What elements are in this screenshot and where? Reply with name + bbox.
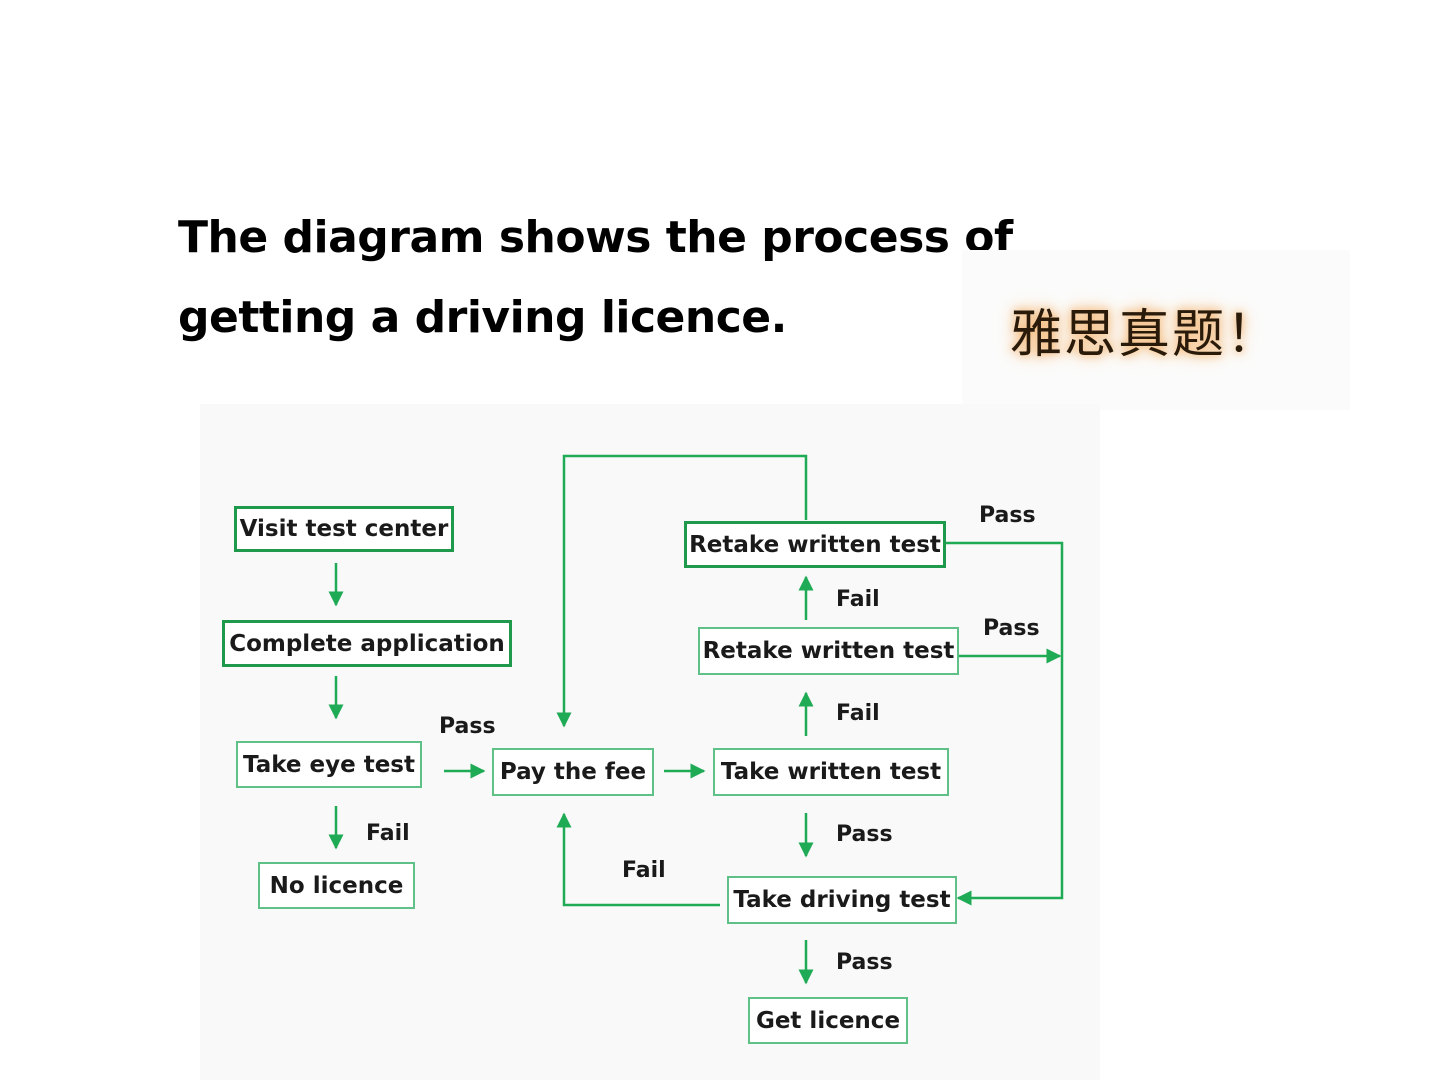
get-licence-box: Get licence [748, 997, 908, 1044]
no-licence-box: No licence [258, 862, 415, 909]
label-pass-written: Pass [836, 822, 893, 847]
label-pass-retake-lower: Pass [983, 616, 1040, 641]
label-pass-eye: Pass [439, 714, 496, 739]
label-fail-eye: Fail [366, 821, 410, 846]
label-pass-retake-upper: Pass [979, 503, 1036, 528]
heading-line-2: getting a driving licence. [178, 292, 787, 343]
label-fail-driving: Fail [622, 858, 666, 883]
retake-written-test-lower-box: Retake written test [698, 627, 959, 675]
stamp-background [962, 250, 1350, 410]
diagram-heading: The diagram shows the process of getting… [178, 198, 1013, 358]
label-pass-driving: Pass [836, 950, 893, 975]
visit-test-center-box: Visit test center [234, 506, 454, 552]
arrow-driving-fail-to-pay [556, 812, 720, 907]
heading-line-1: The diagram shows the process of [178, 212, 1013, 263]
arrow-retake-upper-pass [944, 541, 1064, 656]
arrow-retake-upper-to-pay [556, 454, 808, 728]
label-fail-retake-lower: Fail [836, 701, 880, 726]
arrow-pass-to-driving [956, 656, 1064, 906]
take-eye-test-box: Take eye test [236, 741, 422, 788]
ielts-stamp: 雅思真题！ [1010, 305, 1281, 365]
retake-written-test-upper-box: Retake written test [684, 521, 946, 568]
take-driving-test-box: Take driving test [727, 876, 957, 924]
complete-application-box: Complete application [222, 620, 512, 667]
pay-the-fee-box: Pay the fee [492, 748, 654, 796]
label-fail-retake-upper: Fail [836, 587, 880, 612]
take-written-test-box: Take written test [713, 748, 949, 796]
